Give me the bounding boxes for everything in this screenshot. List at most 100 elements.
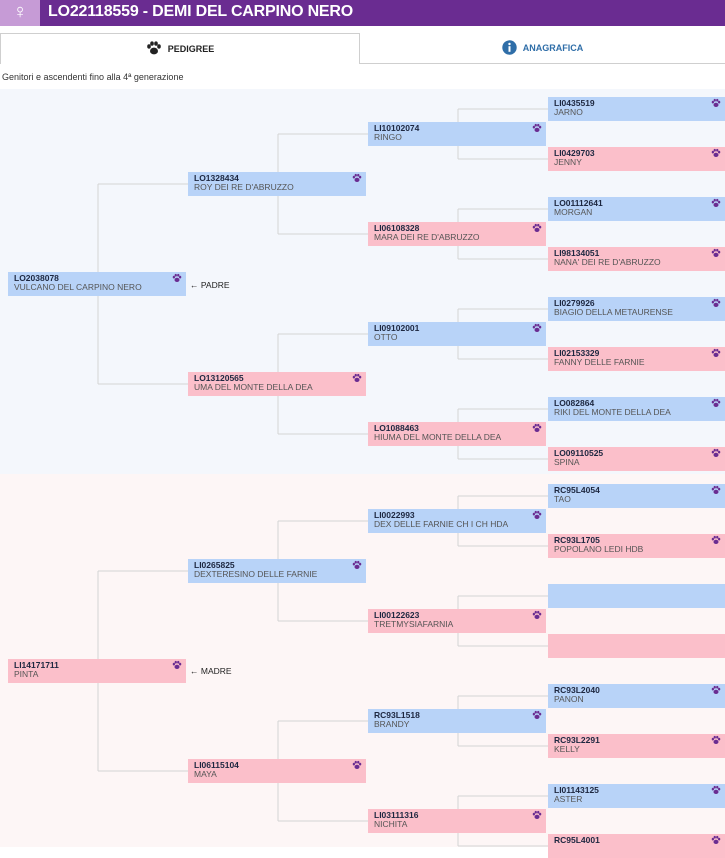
paw-icon[interactable] [532,123,542,133]
registration-number: RC95L4001 [554,835,600,845]
dog-name: ROY DEI RE D'ABRUZZO [194,182,294,192]
pedigree-subtitle: Genitori e ascendenti fino alla 4ª gener… [2,72,184,82]
paw-icon[interactable] [711,485,721,495]
paw-icon[interactable] [711,735,721,745]
paw-icon[interactable] [711,685,721,695]
dog-name: ASTER [554,794,583,804]
registration-number: LO13120565 [194,373,244,383]
registration-number: RC93L1518 [374,710,420,720]
registration-number: LO082864 [554,398,595,408]
registration-number: LI10102074 [374,123,420,133]
dog-name: DEXTERESINO DELLE FARNIE [194,569,318,579]
paw-icon[interactable] [532,810,542,820]
paw-icon[interactable] [532,710,542,720]
dog-name: UMA DEL MONTE DELLA DEA [194,382,313,392]
dog-name: NANA' DEI RE D'ABRUZZO [554,257,661,267]
paw-icon[interactable] [352,373,362,383]
dog-card-gen4[interactable]: RC95L4001 [548,834,725,858]
dog-name: SPINA [554,457,580,467]
paw-icon[interactable] [352,173,362,183]
paw-icon[interactable] [532,223,542,233]
paw-icon[interactable] [711,248,721,258]
dog-name: VULCANO DEL CARPINO NERO [14,282,142,292]
registration-number: LO1088463 [374,423,419,433]
registration-number: LO1328434 [194,173,239,183]
registration-number: RC93L2291 [554,735,600,745]
paw-icon[interactable] [172,660,182,670]
registration-number: LI06108328 [374,223,420,233]
registration-number: LO2038078 [14,273,59,283]
paw-icon[interactable] [711,298,721,308]
paw-icon[interactable] [532,510,542,520]
page-title: LO22118559 - DEMI DEL CARPINO NERO [48,3,353,20]
registration-number: LO01112641 [554,198,603,208]
registration-number: LI0429703 [554,148,595,158]
paw-icon[interactable] [532,323,542,333]
registration-number: LI09102001 [374,323,420,333]
tab-pedigree[interactable]: PEDIGREE [0,33,360,64]
registration-number: LI98134051 [554,248,600,258]
paw-icon[interactable] [532,610,542,620]
dog-name: RINGO [374,132,402,142]
dog-name: TRETMYSIAFARNIA [374,619,454,629]
paw-icon[interactable] [711,785,721,795]
dog-name: MORGAN [554,207,593,217]
paw-icon[interactable] [352,760,362,770]
registration-number: RC95L4054 [554,485,600,495]
paw-icon[interactable] [532,423,542,433]
paw-icon[interactable] [711,198,721,208]
paw-icon[interactable] [711,148,721,158]
registration-number: LI03111316 [374,810,419,820]
dog-name: JARNO [554,107,583,117]
dog-name: TAO [554,494,571,504]
paw-icon[interactable] [172,273,182,283]
paw-icon[interactable] [711,448,721,458]
dog-name: BRANDY [374,719,410,729]
dog-name: HIUMA DEL MONTE DELLA DEA [374,432,502,442]
tab-anagrafica-label: ANAGRAFICA [522,43,584,53]
registration-number: LI06115104 [194,760,239,770]
registration-number: RC93L2040 [554,685,600,695]
paw-icon[interactable] [352,560,362,570]
registration-number: LI01143125 [554,785,599,795]
paw-icon[interactable] [711,98,721,108]
tab-anagrafica[interactable]: ANAGRAFICA [360,33,725,64]
dog-card-gen4[interactable] [548,584,725,608]
paw-icon[interactable] [711,835,721,845]
sire-label: ← PADRE [190,280,230,290]
info-icon [502,39,517,57]
registration-number: LI00122623 [374,610,420,620]
paw-icon[interactable] [711,348,721,358]
paw-icon[interactable] [711,535,721,545]
dog-card-gen4[interactable] [548,634,725,658]
paw-icon[interactable] [711,398,721,408]
